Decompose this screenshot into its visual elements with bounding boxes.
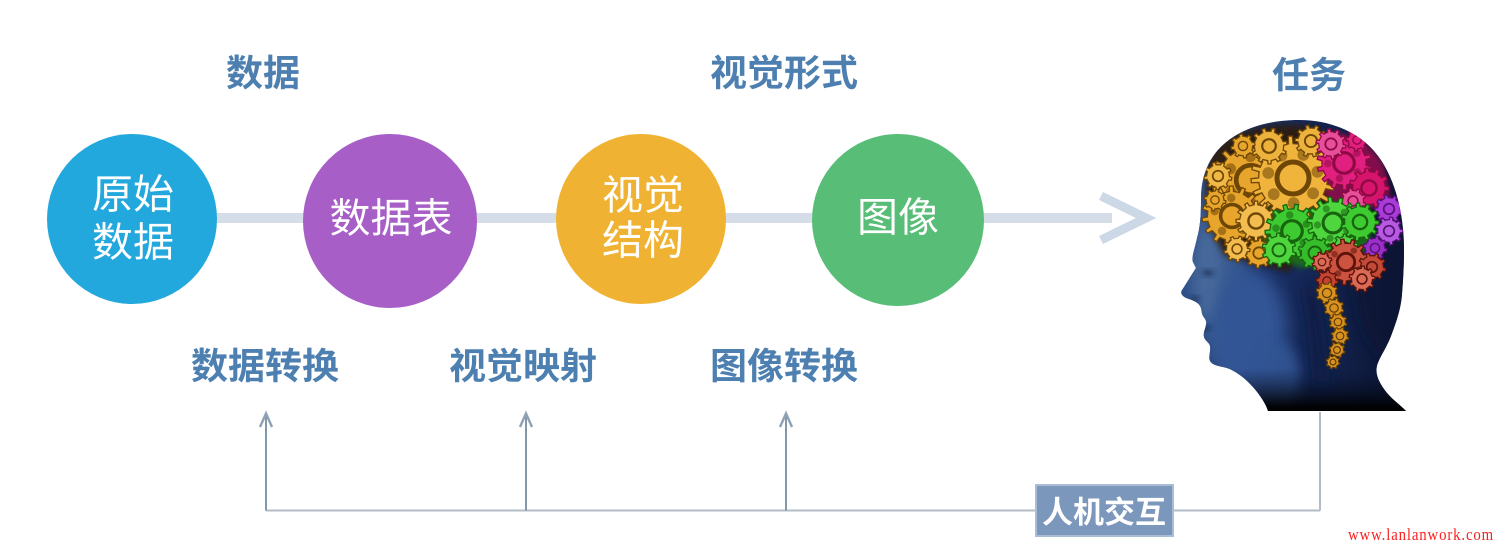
svg-text:www.lanlanwork.com: www.lanlanwork.com — [1348, 525, 1494, 544]
